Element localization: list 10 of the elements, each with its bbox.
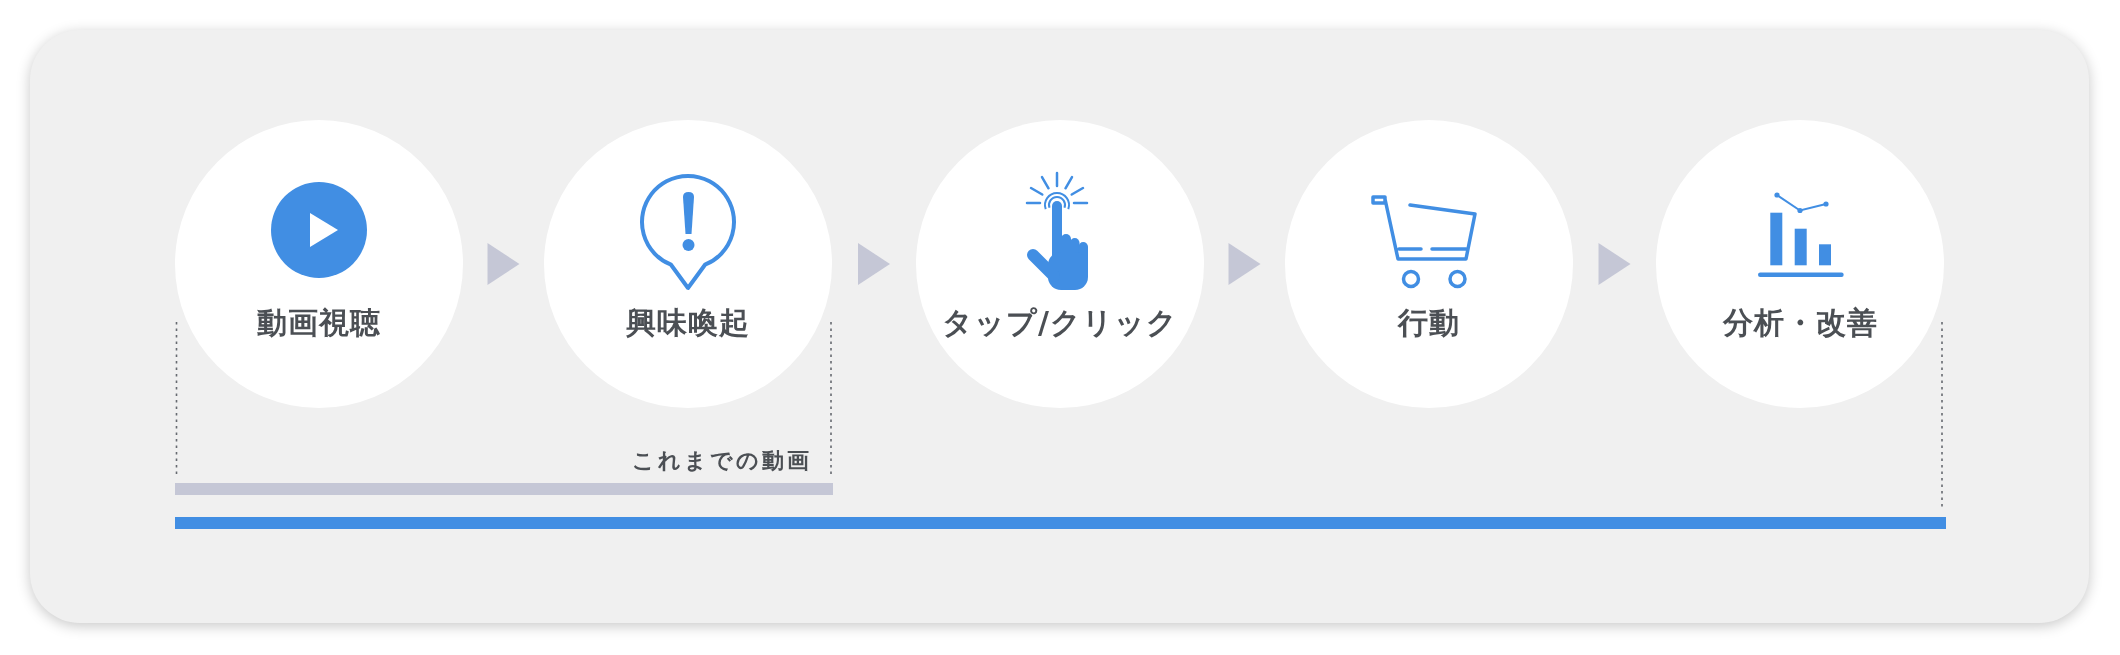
step-label: 興味喚起: [626, 305, 750, 341]
step-label: タップ/クリック: [942, 305, 1178, 341]
arrow: [1228, 243, 1261, 285]
step-label: 動画視聴: [257, 305, 381, 341]
arrow: [858, 243, 890, 285]
step-label: 行動: [1398, 305, 1460, 341]
arrow: [487, 243, 520, 285]
arrow: [1598, 243, 1631, 285]
span-label: これまでの動画: [632, 448, 812, 474]
step-label: 分析・改善: [1722, 305, 1878, 341]
